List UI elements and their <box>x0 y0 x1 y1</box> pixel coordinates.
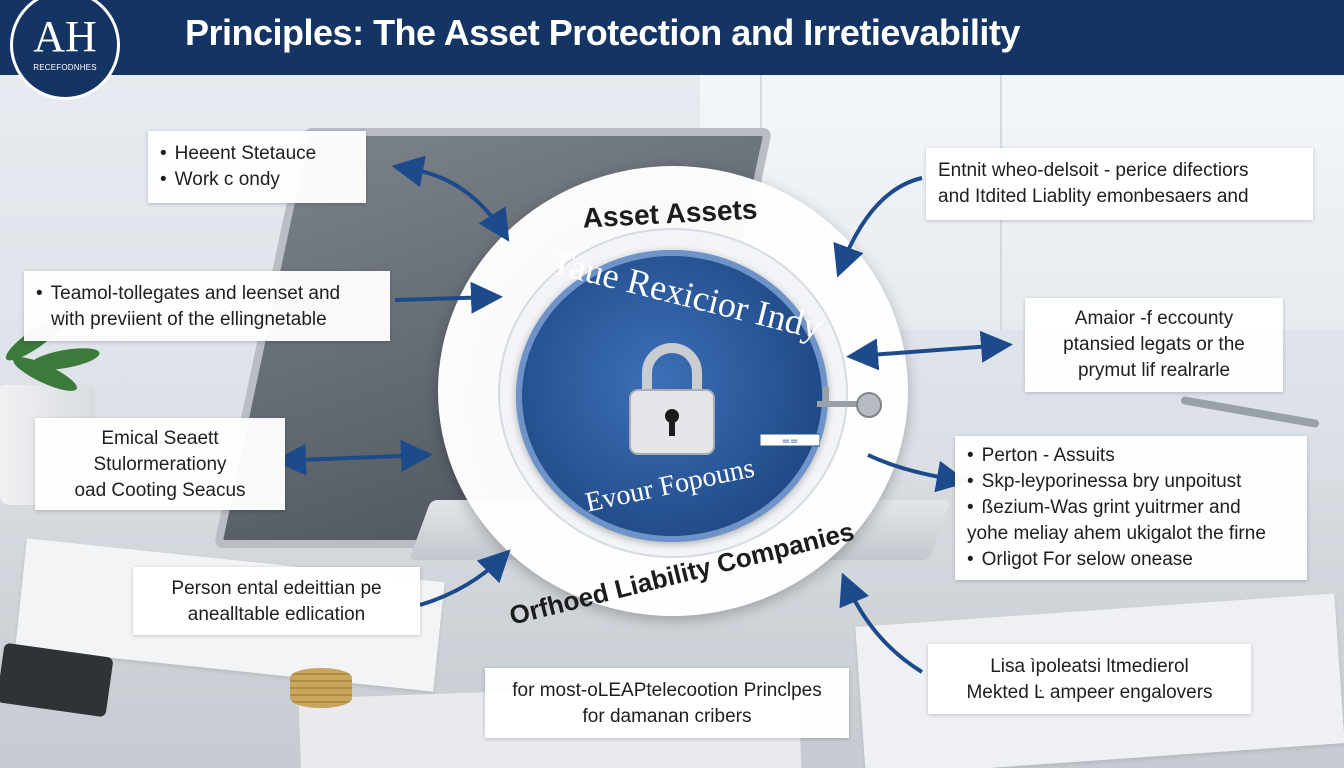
callout-item: oad Cooting Seacus <box>74 480 246 501</box>
callout-bottom-right: Lisa ìpoleatsi ltmedierol Mekted Ŀ ampee… <box>928 644 1251 714</box>
callout-item: for damanan cribers <box>582 706 752 727</box>
logo-mark: AH <box>33 12 97 61</box>
callout-item: Skp-leyporinessa bry unpoitust <box>967 469 1295 495</box>
callout-item: anealltable edlication <box>187 604 366 625</box>
callout-bottom-left: Person ental edeittian pe anealltable ed… <box>133 567 420 635</box>
coin-stack <box>290 668 352 708</box>
arrow-top-right <box>833 176 923 278</box>
arrow-top-left <box>391 155 510 242</box>
arrow-bottom-right <box>839 572 924 674</box>
callout-item: ßezium-Was grint yuitrmer and <box>967 495 1295 521</box>
page-title: Principles: The Asset Protection and Irr… <box>185 12 1020 53</box>
callout-right: Perton - Assuits Skp-leyporinessa bry un… <box>955 436 1307 580</box>
callout-item: Stulormerationy <box>93 454 227 475</box>
callout-item: Mekted Ŀ ampeer engalovers <box>966 682 1213 703</box>
callout-item: Amaior -f eccounty <box>1074 308 1234 329</box>
callout-item: ptansied legats or the <box>1063 334 1245 355</box>
callout-item: Person ental edeittian pe <box>171 578 382 599</box>
callout-item: Orligot For selow onease <box>967 547 1295 573</box>
key-icon <box>817 387 882 418</box>
callout-item: Work c ondy <box>160 167 354 193</box>
header-bar: Principles: The Asset Protection and Irr… <box>0 0 1344 75</box>
callout-item: Emical Seaett <box>101 428 219 449</box>
logo-subtitle: RECEFODNHES <box>33 63 97 72</box>
logo: AH RECEFODNHES <box>10 0 120 100</box>
callout-bottom-center: for most-oLEAPtelecootion Princlpes for … <box>485 668 849 738</box>
callout-mid-right: Amaior -f eccounty ptansied legats or th… <box>1025 298 1283 392</box>
callout-top-right: Entnit wheo-delsoit - perice difectiors … <box>926 148 1313 220</box>
arrow-left <box>274 439 433 476</box>
tag-icon: == <box>760 433 820 447</box>
callout-item: prymut lif realrarle <box>1077 360 1231 381</box>
callout-left: Emical Seaett Stulormerationy oad Cootin… <box>35 418 285 510</box>
callout-item: for most-oLEAPtelecootion Princlpes <box>512 680 822 701</box>
callout-item: and Itdited Liablity emonbesaers and <box>938 186 1249 207</box>
arrow-bottom-left <box>419 549 511 607</box>
callout-top-left: Heeent Stetauce Work c ondy <box>148 131 366 203</box>
callout-item: with previient of the ellingnetable <box>51 309 327 330</box>
callout-item: Entnit wheo-delsoit - perice difectiors <box>938 160 1249 181</box>
arrow-right <box>867 453 969 493</box>
tag-text: == <box>782 436 799 447</box>
callout-item: yohe meliay ahem ukigalot the firne <box>967 523 1266 544</box>
callout-item: Teamol-tollegates and leenset and <box>36 281 378 307</box>
padlock-icon <box>629 343 715 455</box>
arrow-mid-right <box>846 330 1013 371</box>
callout-item: Heeent Stetauce <box>160 141 354 167</box>
callout-item: Perton - Assuits <box>967 443 1295 469</box>
arrow-mid-left <box>394 281 503 314</box>
callout-item: Lisa ìpoleatsi ltmedierol <box>990 656 1189 677</box>
callout-mid-left: Teamol-tollegates and leenset and with p… <box>24 271 390 341</box>
